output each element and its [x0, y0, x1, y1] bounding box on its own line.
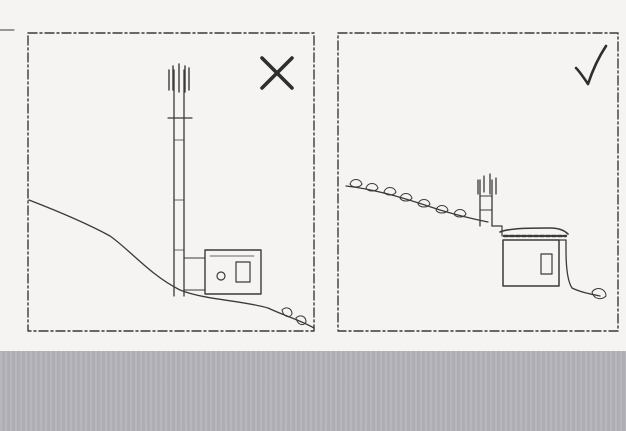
cross-mark-icon — [262, 58, 292, 88]
right-ridge-line — [346, 186, 488, 222]
left-terrain-line — [29, 200, 314, 328]
right-ridge-rocks — [350, 180, 466, 218]
footer-band — [0, 351, 626, 431]
right-antenna-mast — [478, 174, 496, 226]
left-equipment-shelter — [184, 250, 261, 294]
left-panel — [28, 33, 314, 331]
right-rock — [592, 289, 606, 299]
check-mark-icon — [576, 46, 606, 84]
right-equipment-shelter — [492, 226, 600, 296]
right-panel — [338, 33, 618, 331]
left-antenna-mast — [168, 64, 192, 296]
